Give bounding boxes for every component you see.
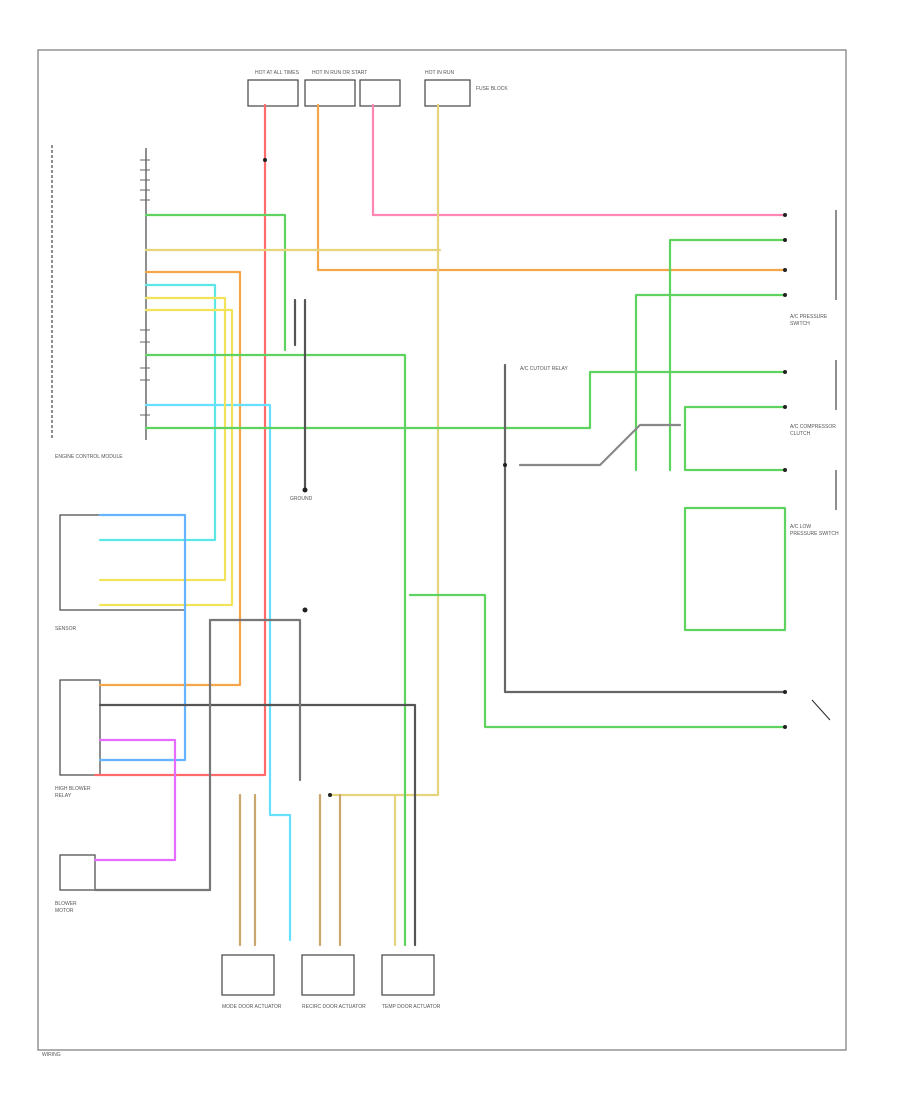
blower-relay-label-1: HIGH BLOWER — [55, 786, 91, 792]
mode-door-actuator — [221, 954, 275, 996]
fuse-block-label: FUSE BLOCK — [476, 86, 508, 92]
wire-gray-right — [503, 363, 787, 694]
junction-dot — [328, 793, 332, 797]
junction-dot — [503, 463, 507, 467]
wire-green-top — [144, 213, 287, 352]
junction-dot — [783, 468, 787, 472]
wire-tan-actuator-2 — [318, 793, 342, 947]
fuse-top-label-2: HOT IN RUN OR START — [312, 70, 367, 76]
right-pressure-label-2: SWITCH — [790, 321, 810, 327]
fuse-block: HOT AT ALL TIMES HOT IN RUN OR START HOT… — [247, 70, 508, 107]
blower-motor — [59, 854, 96, 891]
engine-control-module: ENGINE CONTROL MODULE — [51, 145, 147, 460]
junction-dot — [783, 268, 787, 272]
actuators: MODE DOOR ACTUATOR RECIRC DOOR ACTUATOR … — [221, 954, 441, 1010]
actuator-label-2: RECIRC DOOR ACTUATOR — [302, 1004, 366, 1010]
fuse-box-4 — [424, 79, 471, 107]
junction-dot — [783, 213, 787, 217]
diagram-frame — [37, 49, 847, 1051]
junction-dot — [783, 293, 787, 297]
right-compressor-label-2: CLUTCH — [790, 431, 811, 437]
junction-dot — [783, 690, 787, 694]
center-ground-label: GROUND — [290, 496, 313, 502]
wire-green-bottom — [408, 593, 787, 729]
ecm-label: ENGINE CONTROL MODULE — [55, 454, 123, 460]
connector-dots — [263, 158, 787, 797]
junction-dot — [783, 370, 787, 374]
wire-black-main — [98, 703, 417, 947]
wire-green-right-1 — [668, 238, 787, 472]
right-switches: A/C PRESSURE SWITCH A/C COMPRESSOR CLUTC… — [790, 210, 839, 721]
blower-motor-label-1: BLOWER — [55, 901, 77, 907]
ecm-pins — [140, 159, 150, 416]
wire-green-ecm-right — [144, 353, 407, 947]
wire-black-ground — [293, 298, 307, 492]
junction-dot — [302, 607, 308, 613]
wire-cyan-long — [144, 403, 292, 942]
ac-cut-label: A/C CUTOUT RELAY — [520, 366, 568, 372]
fuse-box-3 — [359, 79, 401, 107]
wire-red-main — [93, 103, 267, 777]
fuse-top-label-3: HOT IN RUN — [425, 70, 454, 76]
right-bottom-switch — [811, 699, 831, 721]
wire-pink-right — [371, 103, 787, 217]
wire-tan-long — [328, 103, 440, 797]
actuator-label-3: TEMP DOOR ACTUATOR — [382, 1004, 441, 1010]
wire-orange-vertical — [316, 103, 787, 272]
wire-yellow-2 — [98, 308, 234, 607]
right-low-label-2: PRESSURE SWITCH — [790, 531, 839, 537]
temp-door-actuator — [381, 954, 435, 996]
wire-black-left — [93, 618, 302, 892]
blower-motor-label-2: MOTOR — [55, 908, 74, 914]
junction-dot — [783, 238, 787, 242]
fuse-top-label-1: HOT AT ALL TIMES — [255, 70, 300, 76]
wire-tan-actuator-1 — [238, 793, 257, 947]
wire-blue-sensor — [98, 513, 187, 762]
junction-dot — [302, 487, 308, 493]
wire-cyan — [98, 283, 217, 542]
fuse-box-1 — [247, 79, 299, 107]
right-pressure-label-1: A/C PRESSURE — [790, 314, 828, 320]
right-compressor-label-1: A/C COMPRESSOR — [790, 424, 836, 430]
wire-gray-switch — [518, 423, 682, 467]
blower-relay-label-2: RELAY — [55, 793, 72, 799]
actuator-label-1: MODE DOOR ACTUATOR — [222, 1004, 282, 1010]
left-sensor-label: SENSOR — [55, 626, 77, 632]
recirc-door-actuator — [301, 954, 355, 996]
right-low-label-1: A/C LOW — [790, 524, 811, 530]
left-sensor-box — [59, 514, 186, 611]
junction-dot — [783, 405, 787, 409]
junction-dot — [783, 725, 787, 729]
wire-green-right-4 — [683, 506, 787, 632]
wire-green-right-3 — [683, 405, 787, 472]
wire-yellow-1 — [98, 296, 227, 582]
wire-magenta — [93, 738, 177, 862]
wire-orange-ecm — [98, 270, 242, 687]
wire-green-long — [144, 370, 787, 430]
junction-dot — [263, 158, 267, 162]
wire-green-right-2 — [634, 293, 787, 472]
bottom-note: WIRING — [42, 1052, 61, 1058]
high-blower-relay — [59, 679, 101, 776]
fuse-box-2 — [304, 79, 356, 107]
